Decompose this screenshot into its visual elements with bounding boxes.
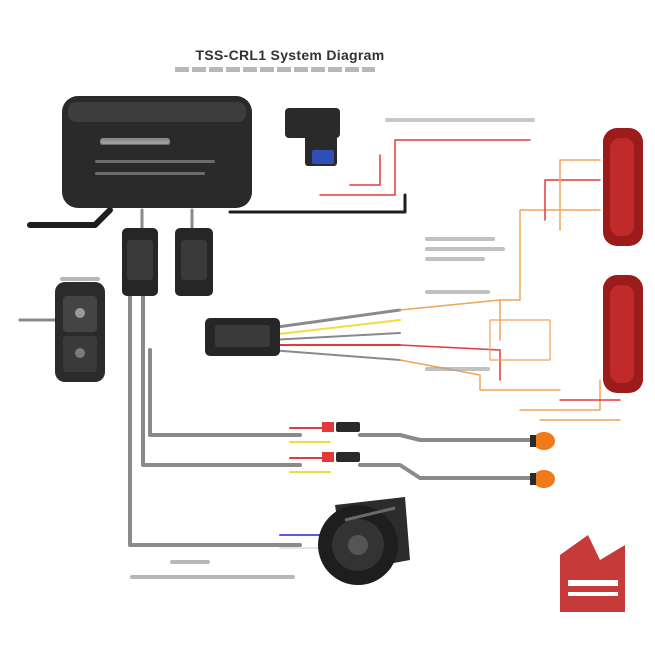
wire-harness [18, 139, 621, 549]
beacon-wire-lower [141, 293, 302, 467]
relay-icon [122, 228, 213, 296]
amber-marker-light-icon [530, 432, 555, 488]
harness-connector-icon [205, 318, 280, 356]
fuse-holder-icon [285, 108, 340, 166]
harness-caption-line-2 [425, 247, 505, 251]
red-feed-wire [319, 139, 531, 196]
inline-fuse-icons [322, 422, 360, 462]
knob-caption-line-1 [170, 560, 210, 564]
beacon-wire-upper [148, 348, 302, 437]
subtitle-line [175, 67, 375, 72]
diagram-title: TSS-CRL1 System Diagram [195, 47, 385, 63]
power-lead-wire [27, 207, 113, 228]
switch-wire [128, 293, 302, 547]
harness-caption-line-1 [425, 237, 495, 241]
fuse-caption-line [385, 118, 535, 122]
ground-wire [228, 193, 407, 214]
tail-caption-line-2 [425, 367, 490, 371]
module-label-line [100, 141, 170, 145]
knob-caption-line-2 [130, 575, 295, 579]
switch-caption-line [60, 277, 100, 281]
tail-caption-line-1 [425, 290, 490, 294]
rotary-dial-icon [318, 497, 410, 585]
tail-light-icon [603, 128, 643, 393]
harness-caption-line-3 [425, 257, 485, 261]
rocker-switch-icon [55, 282, 105, 382]
brand-logo-icon [560, 535, 625, 612]
control-module-icon [62, 96, 252, 208]
